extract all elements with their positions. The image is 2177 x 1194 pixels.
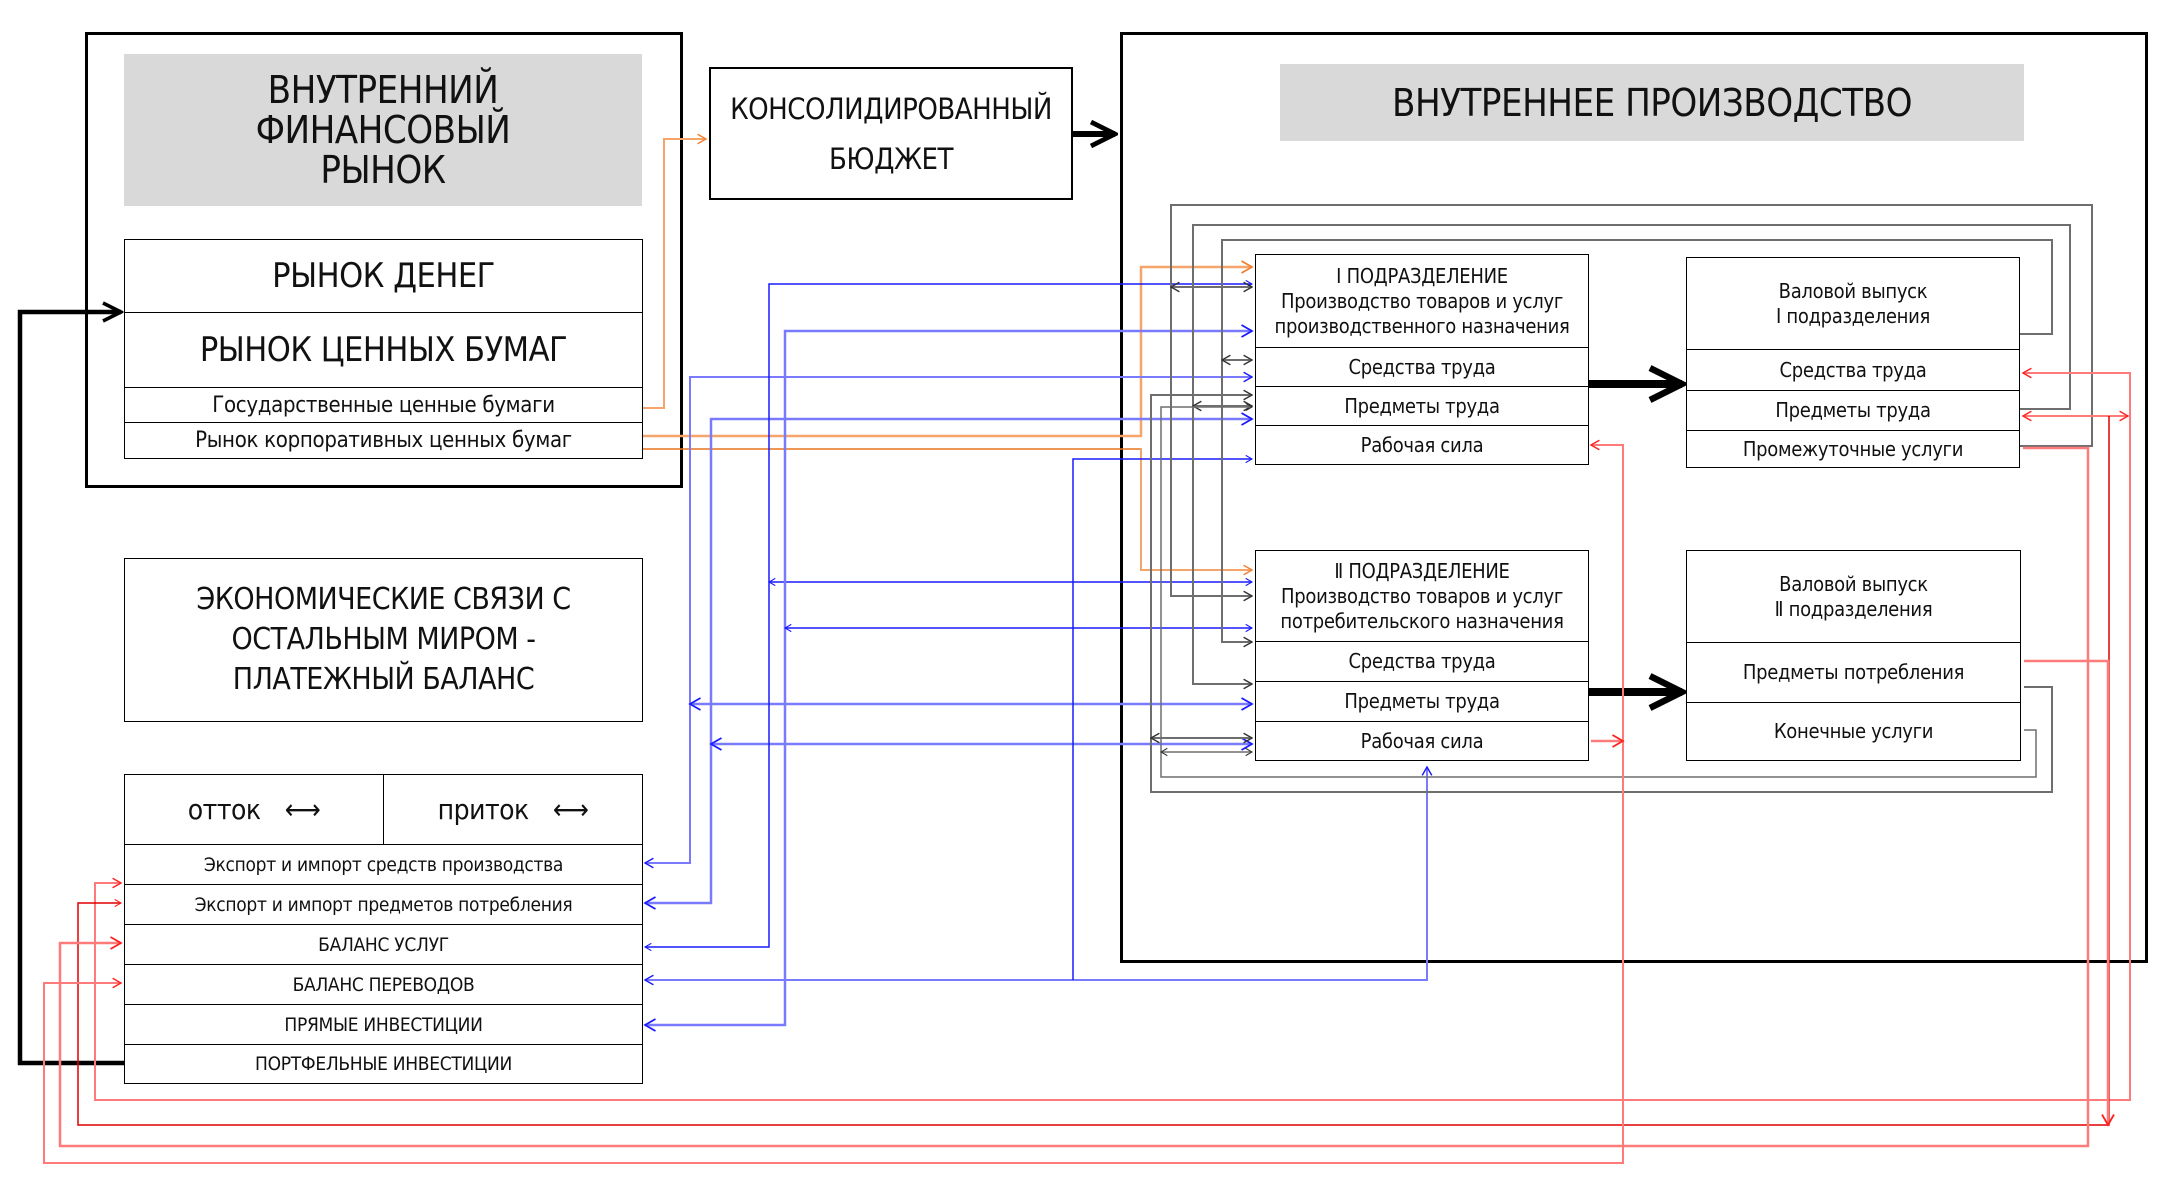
division-1-header[interactable]: Ⅰ ПОДРАЗДЕЛЕНИЕ Производство товаров и у… [1274,263,1570,338]
red-labor-force-1 [43,445,1624,1164]
gross-output-1-header[interactable]: Валовой выпуск Ⅰ подразделения [1775,278,1931,328]
division-1-table: Ⅰ ПОДРАЗДЕЛЕНИЕ Производство товаров и у… [1255,254,1589,465]
division-2-labor-force[interactable]: Рабочая сила [1256,721,1588,760]
inflow-header[interactable]: приток ⟷ [384,775,642,844]
securities-market-row[interactable]: РЫНОК ЦЕННЫХ БУМАГ [125,312,642,387]
balance-row-consumer-goods[interactable]: Экспорт и импорт предметов потребления [125,884,642,924]
government-securities-row[interactable]: Государственные ценные бумаги [125,387,642,422]
red-means-of-labor [94,373,2131,1101]
gross-output-1-table: Валовой выпуск Ⅰ подразделения Средства … [1686,257,2020,468]
double-arrow-icon: ⟷ [552,792,589,826]
financial-market-title: ВНУТРЕННИЙ ФИНАНСОВЫЙ РЫНОК [124,54,642,206]
outflow-label: отток [187,792,261,826]
consolidated-budget-box[interactable]: КОНСОЛИДИРОВАННЫЙ БЮДЖЕТ [709,67,1073,200]
inflow-label: приток [437,792,530,826]
division-2-table: Ⅱ ПОДРАЗДЕЛЕНИЕ Производство товаров и у… [1255,550,1589,761]
gross-output-2-final-services[interactable]: Конечные услуги [1687,702,2020,760]
consolidated-budget-label: КОНСОЛИДИРОВАННЫЙ БЮДЖЕТ [730,91,1052,176]
balance-row-portfolio-investment[interactable]: ПОРТФЕЛЬНЫЕ ИНВЕСТИЦИИ [125,1044,642,1083]
division-2-header[interactable]: Ⅱ ПОДРАЗДЕЛЕНИЕ Производство товаров и у… [1280,558,1564,633]
gross-output-1-intermediate-services[interactable]: Промежуточные услуги [1687,430,2019,467]
gross-output-2-header[interactable]: Валовой выпуск Ⅱ подразделения [1774,571,1933,621]
outflow-header[interactable]: отток ⟷ [125,775,383,844]
double-arrow-icon: ⟷ [284,792,321,826]
money-market-row[interactable]: РЫНОК ДЕНЕГ [272,256,495,296]
balance-row-services[interactable]: БАЛАНС УСЛУГ [125,924,642,964]
red-consumer-goods [2024,659,2108,1125]
external-relations-label: ЭКОНОМИЧЕСКИЕ СВЯЗИ С ОСТАЛЬНЫМ МИРОМ - … [196,582,571,697]
financial-market-table: РЫНОК ДЕНЕГ РЫНОК ЦЕННЫХ БУМАГ Государст… [124,239,643,459]
division-2-objects-of-labor[interactable]: Предметы труда [1256,681,1588,721]
balance-row-direct-investment[interactable]: ПРЯМЫЕ ИНВЕСТИЦИИ [125,1004,642,1044]
domestic-production-panel [1120,32,2148,963]
gross-output-2-consumer-goods[interactable]: Предметы потребления [1687,642,2020,702]
external-relations-box[interactable]: ЭКОНОМИЧЕСКИЕ СВЯЗИ С ОСТАЛЬНЫМ МИРОМ - … [124,558,643,722]
red-intermediate-services [58,446,2090,1148]
gross-output-1-means-of-labor[interactable]: Средства труда [1687,349,2019,390]
gross-output-1-objects-of-labor[interactable]: Предметы труда [1687,390,2019,430]
balance-row-transfers[interactable]: БАЛАНС ПЕРЕВОДОВ [125,964,642,1004]
balance-row-means-of-production[interactable]: Экспорт и импорт средств производства [125,844,642,884]
balance-flow-header: отток ⟷ приток ⟷ [125,775,642,844]
division-2-means-of-labor[interactable]: Средства труда [1256,641,1588,681]
balance-of-payments-table: отток ⟷ приток ⟷ Экспорт и импорт средст… [124,774,643,1084]
domestic-production-title: ВНУТРЕННЕЕ ПРОИЗВОДСТВО [1280,64,2024,141]
division-1-objects-of-labor[interactable]: Предметы труда [1256,386,1588,425]
division-1-labor-force[interactable]: Рабочая сила [1256,425,1588,464]
division-1-means-of-labor[interactable]: Средства труда [1256,347,1588,386]
corporate-securities-row[interactable]: Рынок корпоративных ценных бумаг [125,422,642,458]
gross-output-2-table: Валовой выпуск Ⅱ подразделения Предметы … [1686,550,2021,761]
portfolio-to-securities-arrow [17,312,124,1066]
